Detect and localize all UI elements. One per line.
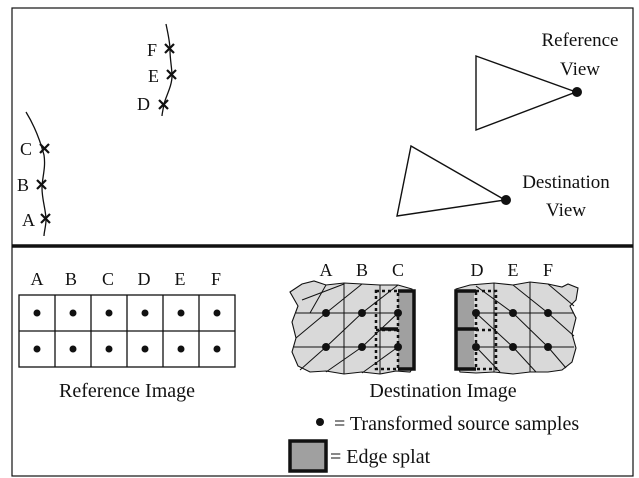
reference-image-grid (18, 294, 236, 368)
reference-view-frustum (475, 55, 582, 132)
ref-col-label-d: D (138, 269, 151, 289)
reference-view-label-line1: Reference (542, 30, 619, 51)
legend-sample-dot (316, 418, 324, 426)
legend: = Transformed source samples = Edge spla… (288, 413, 579, 473)
point-label-f: F (147, 40, 157, 60)
reference-image-column-labels: A B C D E F (31, 269, 222, 289)
outer-frame (11, 7, 634, 477)
legend-splat-label: = Edge splat (330, 446, 431, 468)
ref-col-label-b: B (65, 269, 77, 289)
destination-image-column-labels: A B C D E F (320, 260, 554, 280)
marker-c (39, 143, 50, 154)
destination-image-caption: Destination Image (369, 380, 516, 402)
point-label-c: C (20, 139, 32, 159)
reference-view-label-line2: View (560, 59, 600, 80)
curve-abc: C B A (17, 111, 51, 237)
ref-col-label-c: C (102, 269, 114, 289)
ref-col-label-a: A (31, 269, 44, 289)
marker-d (158, 99, 169, 110)
marker-e (166, 69, 177, 80)
ref-col-label-f: F (211, 269, 221, 289)
reference-image-caption: Reference Image (59, 380, 195, 402)
dest-col-label-f: F (543, 260, 553, 280)
destination-view-frustum (396, 144, 511, 217)
reference-sample-dots (33, 309, 221, 353)
destination-sample-dots (322, 309, 552, 351)
dest-col-label-b: B (356, 260, 368, 280)
dest-col-label-d: D (471, 260, 484, 280)
marker-b (36, 179, 47, 190)
dest-col-label-c: C (392, 260, 404, 280)
marker-a (40, 213, 51, 224)
ref-col-label-e: E (175, 269, 186, 289)
point-label-b: B (17, 175, 29, 195)
destination-view-label-line2: View (546, 200, 586, 221)
edge-splat-left (374, 289, 416, 371)
legend-samples-label: = Transformed source samples (334, 413, 579, 435)
edge-splat-right (454, 289, 498, 371)
point-label-d: D (137, 94, 150, 114)
point-label-a: A (22, 210, 35, 230)
destination-view-label-line1: Destination (522, 172, 610, 193)
destination-right-mesh (455, 281, 579, 375)
dest-col-label-e: E (508, 260, 519, 280)
destination-view-eye (501, 195, 511, 205)
dest-col-label-a: A (320, 260, 333, 280)
reference-view-eye (572, 87, 582, 97)
marker-f (164, 43, 175, 54)
curve-def: F E D (137, 23, 177, 117)
legend-splat-swatch (288, 439, 328, 473)
point-label-e: E (148, 66, 159, 86)
